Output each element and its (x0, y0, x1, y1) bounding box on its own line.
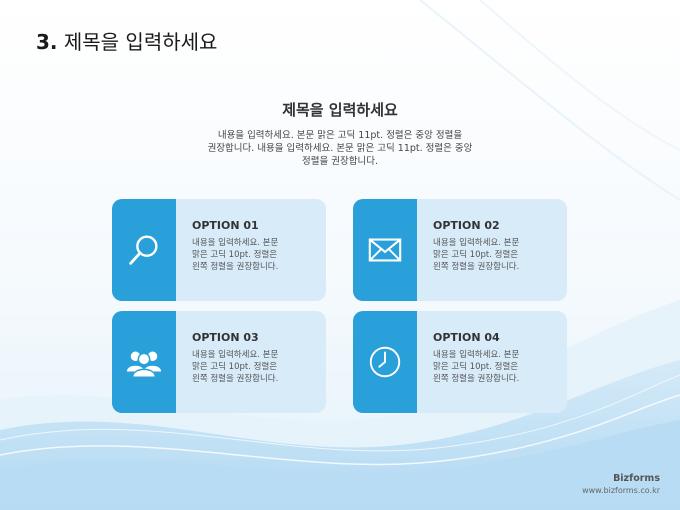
option-label: OPTION 01 (192, 219, 259, 232)
option-description: 내용을 입력하세요. 본문 맑은 고딕 10pt. 정렬은 왼쪽 정렬을 권장합… (433, 349, 553, 385)
content-description: 내용을 입력하세요. 본문 맑은 고딕 11pt. 정렬은 중앙 정렬을 권장합… (180, 129, 500, 168)
option-desc-line: 맑은 고딕 10pt. 정렬은 (192, 250, 278, 260)
footer-brand: Bizforms (613, 473, 660, 484)
option-description: 내용을 입력하세요. 본문 맑은 고딕 10pt. 정렬은 왼쪽 정렬을 권장합… (192, 349, 312, 385)
option-icon-box (112, 311, 176, 413)
desc-line: 내용을 입력하세요. 본문 맑은 고딕 11pt. 정렬은 중앙 정렬을 (217, 130, 463, 141)
option-desc-line: 왼쪽 정렬을 권장합니다. (433, 262, 520, 272)
option-label: OPTION 02 (433, 219, 500, 232)
option-card-2: OPTION 02 내용을 입력하세요. 본문 맑은 고딕 10pt. 정렬은 … (353, 199, 567, 301)
option-icon-box (353, 199, 417, 301)
option-desc-line: 내용을 입력하세요. 본문 (433, 350, 520, 360)
mail-icon (368, 238, 402, 262)
footer-url: www.bizforms.co.kr (582, 486, 660, 495)
option-icon-box (353, 311, 417, 413)
clock-icon (369, 346, 401, 378)
option-desc-line: 맑은 고딕 10pt. 정렬은 (192, 362, 278, 372)
option-icon-box (112, 199, 176, 301)
option-description: 내용을 입력하세요. 본문 맑은 고딕 10pt. 정렬은 왼쪽 정렬을 권장합… (192, 237, 312, 273)
option-desc-line: 내용을 입력하세요. 본문 (192, 350, 279, 360)
option-card-3: OPTION 03 내용을 입력하세요. 본문 맑은 고딕 10pt. 정렬은 … (112, 311, 326, 413)
search-icon (129, 235, 158, 265)
slide-title-text: 제목을 입력하세요 (63, 30, 218, 54)
option-card-4: OPTION 04 내용을 입력하세요. 본문 맑은 고딕 10pt. 정렬은 … (353, 311, 567, 413)
option-desc-line: 내용을 입력하세요. 본문 (192, 238, 279, 248)
option-label: OPTION 03 (192, 331, 259, 344)
desc-line: 정렬을 권장합니다. (302, 156, 378, 167)
option-card-1: OPTION 01 내용을 입력하세요. 본문 맑은 고딕 10pt. 정렬은 … (112, 199, 326, 301)
option-desc-line: 맑은 고딕 10pt. 정렬은 (433, 362, 519, 372)
option-desc-line: 왼쪽 정렬을 권장합니다. (192, 262, 279, 272)
option-description: 내용을 입력하세요. 본문 맑은 고딕 10pt. 정렬은 왼쪽 정렬을 권장합… (433, 237, 553, 273)
option-desc-line: 왼쪽 정렬을 권장합니다. (192, 374, 279, 384)
option-label: OPTION 04 (433, 331, 500, 344)
slide-title: 3. 제목을 입력하세요 (36, 26, 217, 55)
option-desc-line: 내용을 입력하세요. 본문 (433, 238, 520, 248)
option-desc-line: 왼쪽 정렬을 권장합니다. (433, 374, 520, 384)
slide-number: 3. (36, 30, 58, 54)
option-desc-line: 맑은 고딕 10pt. 정렬은 (433, 250, 519, 260)
desc-line: 권장합니다. 내용을 입력하세요. 본문 맑은 고딕 11pt. 정렬은 중앙 (207, 143, 473, 154)
users-icon (126, 351, 162, 378)
content-title: 제목을 입력하세요 (282, 101, 398, 119)
